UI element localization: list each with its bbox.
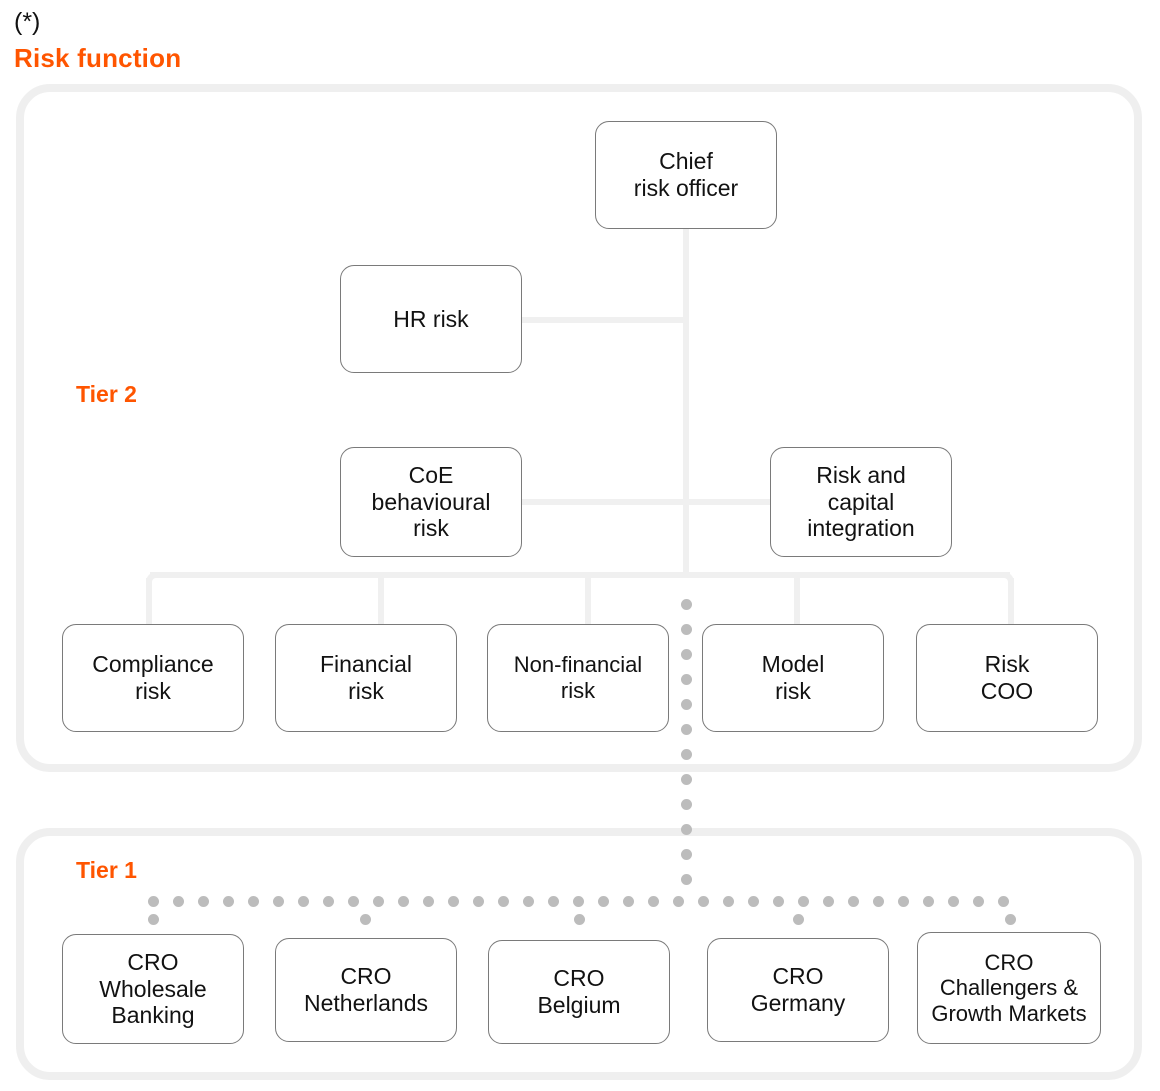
dotted-trunk-vertical — [680, 848, 692, 860]
connector-drop-model — [794, 578, 800, 626]
node-chief-risk-officer[interactable]: Chief risk officer — [595, 121, 777, 229]
dotted-tier1-bus — [797, 895, 809, 907]
connector-trunk-vertical — [683, 229, 689, 577]
connector-drop-financial — [378, 578, 384, 626]
dotted-tier1-bus — [897, 895, 909, 907]
dotted-drop-cro-germany — [792, 913, 804, 925]
node-coe-behavioural-risk[interactable]: CoE behavioural risk — [340, 447, 522, 557]
dotted-tier1-bus — [347, 895, 359, 907]
dotted-drop-cro-netherlands — [359, 913, 371, 925]
dotted-tier1-bus — [147, 895, 159, 907]
connector-drop-non-financial — [585, 578, 591, 626]
dotted-tier1-bus — [322, 895, 334, 907]
node-cro-belgium[interactable]: CRO Belgium — [488, 940, 670, 1044]
footnote-asterisk: (*) — [14, 8, 41, 36]
dotted-trunk-vertical — [680, 748, 692, 760]
connector-drop-compliance — [146, 578, 152, 626]
dotted-tier1-bus — [922, 895, 934, 907]
node-cro-netherlands[interactable]: CRO Netherlands — [275, 938, 457, 1042]
dotted-tier1-bus — [622, 895, 634, 907]
connector-hr-risk-horizontal — [521, 317, 686, 323]
dotted-tier1-bus — [172, 895, 184, 907]
dotted-trunk-vertical — [680, 773, 692, 785]
dotted-trunk-vertical — [680, 698, 692, 710]
dotted-tier1-bus — [222, 895, 234, 907]
page-title: Risk function — [14, 43, 182, 73]
dotted-tier1-bus — [972, 895, 984, 907]
dotted-trunk-vertical — [680, 623, 692, 635]
node-hr-risk[interactable]: HR risk — [340, 265, 522, 373]
node-cro-germany[interactable]: CRO Germany — [707, 938, 889, 1042]
dotted-trunk-vertical — [680, 873, 692, 885]
dotted-trunk-vertical — [680, 673, 692, 685]
node-risk-coo[interactable]: Risk COO — [916, 624, 1098, 732]
dotted-drop-cro-belgium — [573, 913, 585, 925]
dotted-tier1-bus — [397, 895, 409, 907]
dotted-tier1-bus — [672, 895, 684, 907]
dotted-tier1-bus — [247, 895, 259, 907]
dotted-tier1-bus — [722, 895, 734, 907]
dotted-tier1-bus — [572, 895, 584, 907]
dotted-tier1-bus — [597, 895, 609, 907]
dotted-tier1-bus — [422, 895, 434, 907]
tier-1-container — [16, 828, 1142, 1080]
dotted-tier1-bus — [872, 895, 884, 907]
dotted-trunk-vertical — [680, 798, 692, 810]
dotted-tier1-bus — [697, 895, 709, 907]
connector-tier2-bus — [150, 572, 1010, 578]
dotted-tier1-bus — [772, 895, 784, 907]
dotted-tier1-bus — [647, 895, 659, 907]
dotted-tier1-bus — [847, 895, 859, 907]
dotted-tier1-bus — [547, 895, 559, 907]
connector-risk-capital-horizontal — [686, 499, 771, 505]
dotted-drop-cro-challengers-growth-markets — [1004, 913, 1016, 925]
dotted-tier1-bus — [497, 895, 509, 907]
dotted-tier1-bus — [947, 895, 959, 907]
node-financial-risk[interactable]: Financial risk — [275, 624, 457, 732]
dotted-tier1-bus — [472, 895, 484, 907]
dotted-tier1-bus — [197, 895, 209, 907]
node-non-financial-risk[interactable]: Non-financial risk — [487, 624, 669, 732]
node-model-risk[interactable]: Model risk — [702, 624, 884, 732]
node-compliance-risk[interactable]: Compliance risk — [62, 624, 244, 732]
dotted-drop-cro-wholesale-banking — [147, 913, 159, 925]
dotted-tier1-bus — [372, 895, 384, 907]
dotted-trunk-vertical — [680, 648, 692, 660]
tier-2-label: Tier 2 — [76, 381, 137, 407]
dotted-trunk-vertical — [680, 723, 692, 735]
dotted-tier1-bus — [447, 895, 459, 907]
dotted-tier1-bus — [822, 895, 834, 907]
dotted-trunk-vertical — [680, 598, 692, 610]
dotted-tier1-bus — [997, 895, 1009, 907]
dotted-tier1-bus — [747, 895, 759, 907]
dotted-trunk-vertical — [680, 823, 692, 835]
connector-drop-risk-coo — [1008, 578, 1014, 626]
node-cro-challengers-growth-markets[interactable]: CRO Challengers & Growth Markets — [917, 932, 1101, 1044]
node-cro-wholesale-banking[interactable]: CRO Wholesale Banking — [62, 934, 244, 1044]
connector-coe-horizontal — [521, 499, 686, 505]
node-risk-and-capital-integration[interactable]: Risk and capital integration — [770, 447, 952, 557]
dotted-tier1-bus — [522, 895, 534, 907]
tier-1-label: Tier 1 — [76, 857, 137, 883]
tier-2-container — [16, 84, 1142, 772]
dotted-tier1-bus — [297, 895, 309, 907]
dotted-tier1-bus — [272, 895, 284, 907]
